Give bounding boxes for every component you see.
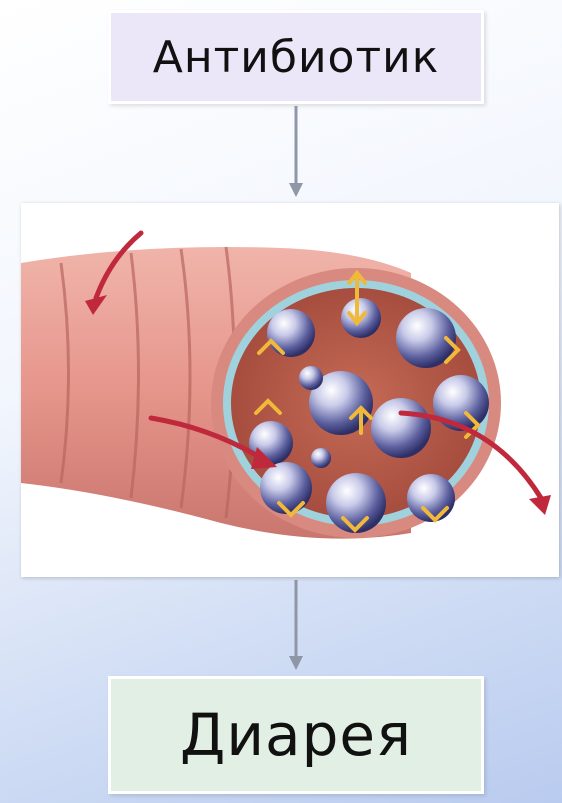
- intestine-illustration-frame: [21, 203, 559, 577]
- diarrhea-box: Диарея: [108, 676, 484, 794]
- diarrhea-label: Диарея: [180, 701, 412, 769]
- arrow-top-to-image: [289, 106, 303, 197]
- intestine-cross-section-icon: [21, 203, 559, 577]
- arrow-image-to-bottom: [289, 580, 303, 670]
